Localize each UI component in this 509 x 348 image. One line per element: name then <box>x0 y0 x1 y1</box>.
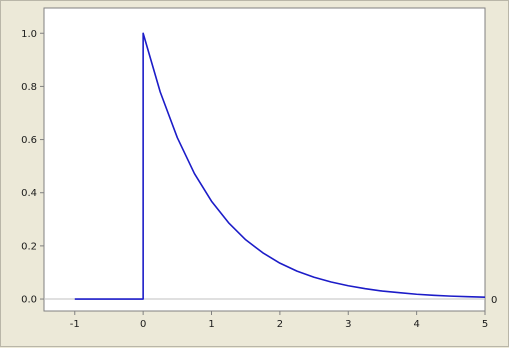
x-tick-label: 4 <box>413 319 419 330</box>
series-line-0 <box>74 32 486 300</box>
x-tick-label: -1 <box>70 319 80 330</box>
y-tick-label: 0.0 <box>21 295 37 306</box>
x-tick-label: 2 <box>277 319 283 330</box>
x-axis: -1 0 1 2 3 4 5 <box>70 311 488 330</box>
x-tick-label: 0 <box>140 319 146 330</box>
plot-area <box>43 7 486 312</box>
x-tick-label: 5 <box>482 319 488 330</box>
y-tick-label: 0.6 <box>21 135 37 146</box>
y-axis: 0.0 0.2 0.4 0.6 0.8 1.0 <box>21 29 44 306</box>
y-tick-label: 0.8 <box>21 82 37 93</box>
x-tick-label: 1 <box>208 319 214 330</box>
series-layer <box>74 32 486 300</box>
x-tick-label: 3 <box>345 319 351 330</box>
reference-line-label: 0 <box>491 295 497 306</box>
y-tick-label: 0.4 <box>21 188 37 199</box>
y-tick-label: 1.0 <box>21 29 37 40</box>
y-tick-label: 0.2 <box>21 241 37 252</box>
